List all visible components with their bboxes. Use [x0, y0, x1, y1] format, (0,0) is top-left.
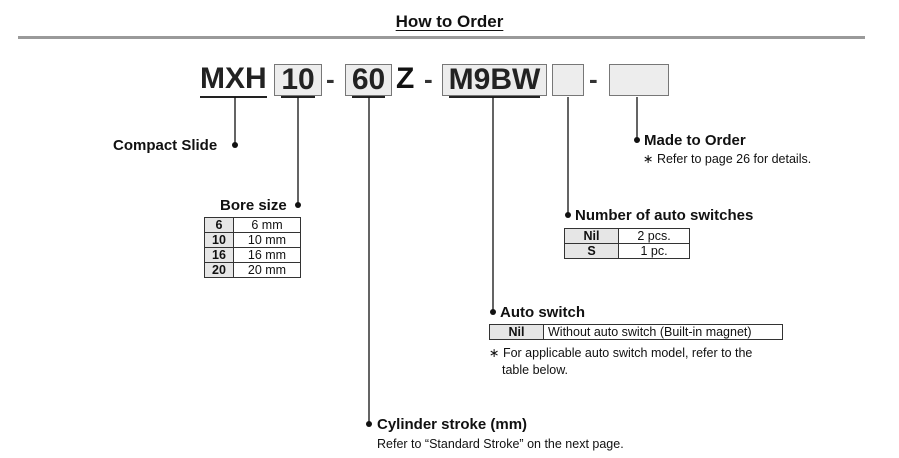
made-to-order-label: Made to Order	[644, 132, 746, 149]
bore-dot	[295, 202, 301, 208]
switch-count-value: 2 pcs.	[618, 228, 690, 244]
code-prefix: MXH	[200, 62, 267, 98]
code-stroke: 60	[351, 63, 386, 98]
compact-slide-label: Compact Slide	[113, 137, 218, 154]
bore-key: 16	[204, 247, 234, 263]
code-switch-box: M9BW	[442, 63, 547, 98]
bore-key: 10	[204, 232, 234, 248]
title-text: How to Order	[395, 12, 504, 31]
compact-slide-dot	[232, 142, 238, 148]
code-made-to-order-box	[609, 64, 669, 96]
page-title: How to Order	[0, 12, 899, 32]
bore-value: 16 mm	[233, 247, 301, 263]
cylinder-stroke-note: Refer to “Standard Stroke” on the next p…	[377, 437, 624, 451]
auto-switch-key: Nil	[489, 324, 544, 340]
bore-key: 20	[204, 262, 234, 278]
cylinder-stroke-label: Cylinder stroke (mm)	[377, 416, 528, 433]
bore-size-label: Bore size	[220, 197, 287, 214]
bore-value: 10 mm	[233, 232, 301, 248]
code-dash-1: -	[326, 64, 335, 94]
stroke-dot	[366, 421, 372, 427]
switch-count-value: 1 pc.	[618, 243, 690, 259]
code-dash-2: -	[424, 64, 433, 94]
code-switch-count-box	[552, 64, 584, 96]
code-bore: 10	[281, 63, 315, 98]
title-divider	[18, 36, 865, 39]
code-bore-box: 10	[274, 63, 322, 98]
switch-count-dot	[565, 212, 571, 218]
auto-switch-label: Auto switch	[500, 304, 585, 321]
code-stroke-box: 60	[345, 63, 392, 98]
bore-key: 6	[204, 217, 234, 233]
bore-value: 6 mm	[233, 217, 301, 233]
switch-count-key: S	[564, 243, 619, 259]
switch-count-label: Number of auto switches	[575, 207, 754, 224]
auto-switch-note-2: table below.	[502, 363, 569, 377]
switch-dot	[490, 309, 496, 315]
made-to-order-note: ∗ Refer to page 26 for details.	[643, 152, 812, 166]
code-z: Z	[396, 62, 415, 95]
made-to-order-dot	[634, 137, 640, 143]
code-dash-3: -	[589, 64, 598, 94]
bore-value: 20 mm	[233, 262, 301, 278]
auto-switch-note-1: ∗ For applicable auto switch model, refe…	[489, 346, 753, 360]
switch-count-key: Nil	[564, 228, 619, 244]
code-switch: M9BW	[448, 63, 541, 98]
auto-switch-value: Without auto switch (Built-in magnet)	[543, 324, 783, 340]
